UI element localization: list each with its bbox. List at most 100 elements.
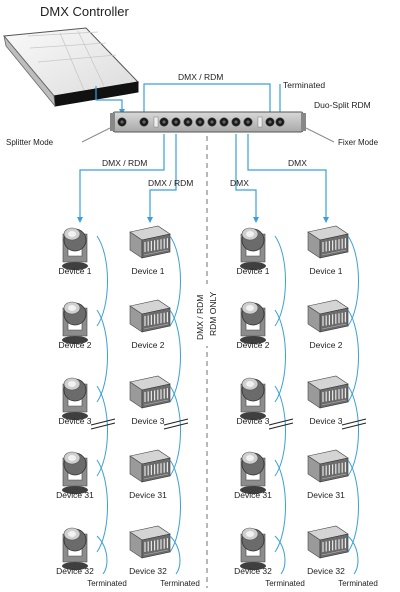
- terminated-cable: [347, 535, 359, 575]
- daisy-chain-cable: [347, 385, 359, 477]
- moving-head-device: Device 32: [234, 527, 272, 576]
- device-label: Device 2: [131, 340, 164, 350]
- device-label: Device 31: [234, 490, 272, 500]
- device-label: Device 32: [129, 566, 167, 576]
- device-label: Device 31: [307, 490, 345, 500]
- splitter-port: [243, 117, 253, 127]
- daisy-chain-cable: [274, 459, 286, 553]
- terminated-label: Terminated: [338, 579, 378, 588]
- dimmer-pack-device: Device 2: [307, 299, 349, 350]
- splitter-port: [231, 117, 241, 127]
- divider-label-bg: [195, 284, 221, 346]
- splitter-port: [265, 117, 275, 127]
- device-label: Device 31: [129, 490, 167, 500]
- splitter-port: [171, 117, 181, 127]
- device-label: Device 2: [236, 340, 269, 350]
- terminated-label: Terminated: [87, 579, 127, 588]
- device-label: Device 3: [236, 416, 269, 426]
- moving-head-device: Device 1: [58, 227, 92, 276]
- splitter-port: [117, 117, 127, 127]
- daisy-chain-cable: [96, 459, 108, 553]
- daisy-chain-cable: [169, 235, 181, 327]
- dimmer-pack-device: Device 32: [129, 525, 171, 576]
- splitter-led: [153, 116, 159, 128]
- splitter-port: [275, 117, 285, 127]
- duo-split-rdm: Duo-Split RDM Splitter Mode Fixer Mode: [6, 100, 379, 147]
- fixer-mode-leader: [305, 127, 335, 143]
- device-label: Device 3: [131, 416, 164, 426]
- device-label: Device 1: [58, 266, 91, 276]
- splitter-mode-label: Splitter Mode: [6, 138, 54, 147]
- branch-label-4: DMX: [288, 158, 307, 168]
- terminated-label: Terminated: [265, 579, 305, 588]
- splitter-port: [159, 117, 169, 127]
- dimmer-pack-device: Device 31: [129, 449, 171, 500]
- branch-cable-4: [247, 134, 329, 223]
- daisy-chain-cable: [347, 459, 359, 553]
- dimmer-pack-device: Device 3: [307, 375, 349, 426]
- branch-cable-2: [147, 134, 177, 223]
- device-label: Device 3: [58, 416, 91, 426]
- dimmer-pack-device: Device 1: [129, 225, 171, 276]
- daisy-chain-cable: [169, 385, 181, 477]
- moving-head-device: Device 32: [56, 527, 94, 576]
- chain-break-mark: [341, 418, 367, 430]
- moving-head-device: Device 2: [58, 301, 92, 350]
- device-label: Device 3: [309, 416, 342, 426]
- device-label: Device 2: [309, 340, 342, 350]
- terminated-cable: [274, 535, 286, 575]
- device-label: Device 1: [131, 266, 164, 276]
- daisy-chain-cable: [347, 235, 359, 327]
- fixer-mode-label: Fixer Mode: [338, 138, 379, 147]
- controller-side-edge: [3, 35, 56, 108]
- moving-head-device: Device 31: [56, 451, 94, 500]
- controller-label: DMX Controller: [40, 4, 130, 19]
- controller-cables: DMX / RDM Terminated: [95, 72, 325, 115]
- dmx-controller: DMX Controller: [3, 4, 140, 108]
- daisy-chain-cable: [274, 385, 286, 477]
- branch-label-1: DMX / RDM: [102, 158, 147, 168]
- branch-label-2: DMX / RDM: [148, 178, 193, 188]
- terminated-label: Terminated: [283, 80, 325, 90]
- terminated-cable: [96, 535, 108, 575]
- device-columns: Device 1 Device 2 Device 3 Device 31 Device …: [56, 225, 378, 588]
- moving-head-device: Device 3: [58, 377, 92, 426]
- device-label: Device 31: [56, 490, 94, 500]
- branch-cable-3: [235, 134, 259, 223]
- daisy-chain-cable: [169, 459, 181, 553]
- dimmer-pack-device: Device 1: [307, 225, 349, 276]
- chain-break-mark: [90, 418, 116, 430]
- device-label: Device 1: [236, 266, 269, 276]
- daisy-chain-cable: [96, 385, 108, 477]
- moving-head-device: Device 1: [236, 227, 270, 276]
- branch-cable-1: [77, 134, 165, 223]
- moving-head-device: Device 2: [236, 301, 270, 350]
- branch-label-3: DMX: [230, 178, 249, 188]
- splitter-port: [195, 117, 205, 127]
- splitter-port: [207, 117, 217, 127]
- splitter-led: [257, 116, 263, 128]
- daisy-chain-cable: [274, 309, 286, 403]
- splitter-ear-right: [301, 113, 306, 131]
- branch-cables: DMX / RDM DMX / RDM DMX DMX: [77, 134, 329, 223]
- device-label: Device 32: [307, 566, 345, 576]
- daisy-chain-cable: [347, 309, 359, 403]
- dimmer-pack-device: Device 2: [129, 299, 171, 350]
- moving-head-device: Device 3: [236, 377, 270, 426]
- divider-label-line2: RDM ONLY: [208, 291, 218, 336]
- splitter-mode-leader: [81, 127, 111, 143]
- controller-fader-grid: [27, 30, 117, 91]
- center-divider: DMX / RDM RDM ONLY: [195, 136, 221, 588]
- daisy-chain-cable: [96, 309, 108, 403]
- dimmer-pack-device: Device 3: [129, 375, 171, 426]
- splitter-ear-left: [110, 113, 115, 131]
- chain-break-mark: [163, 418, 189, 430]
- device-label: Device 2: [58, 340, 91, 350]
- device-label: Device 1: [309, 266, 342, 276]
- device-column: Device 1 Device 2 Device 3 Device 31 Device …: [129, 225, 200, 588]
- chain-break-mark: [268, 418, 294, 430]
- splitter-ports: [117, 116, 285, 128]
- divider-label-line1: DMX / RDM: [195, 295, 205, 340]
- daisy-chain-cable: [169, 309, 181, 403]
